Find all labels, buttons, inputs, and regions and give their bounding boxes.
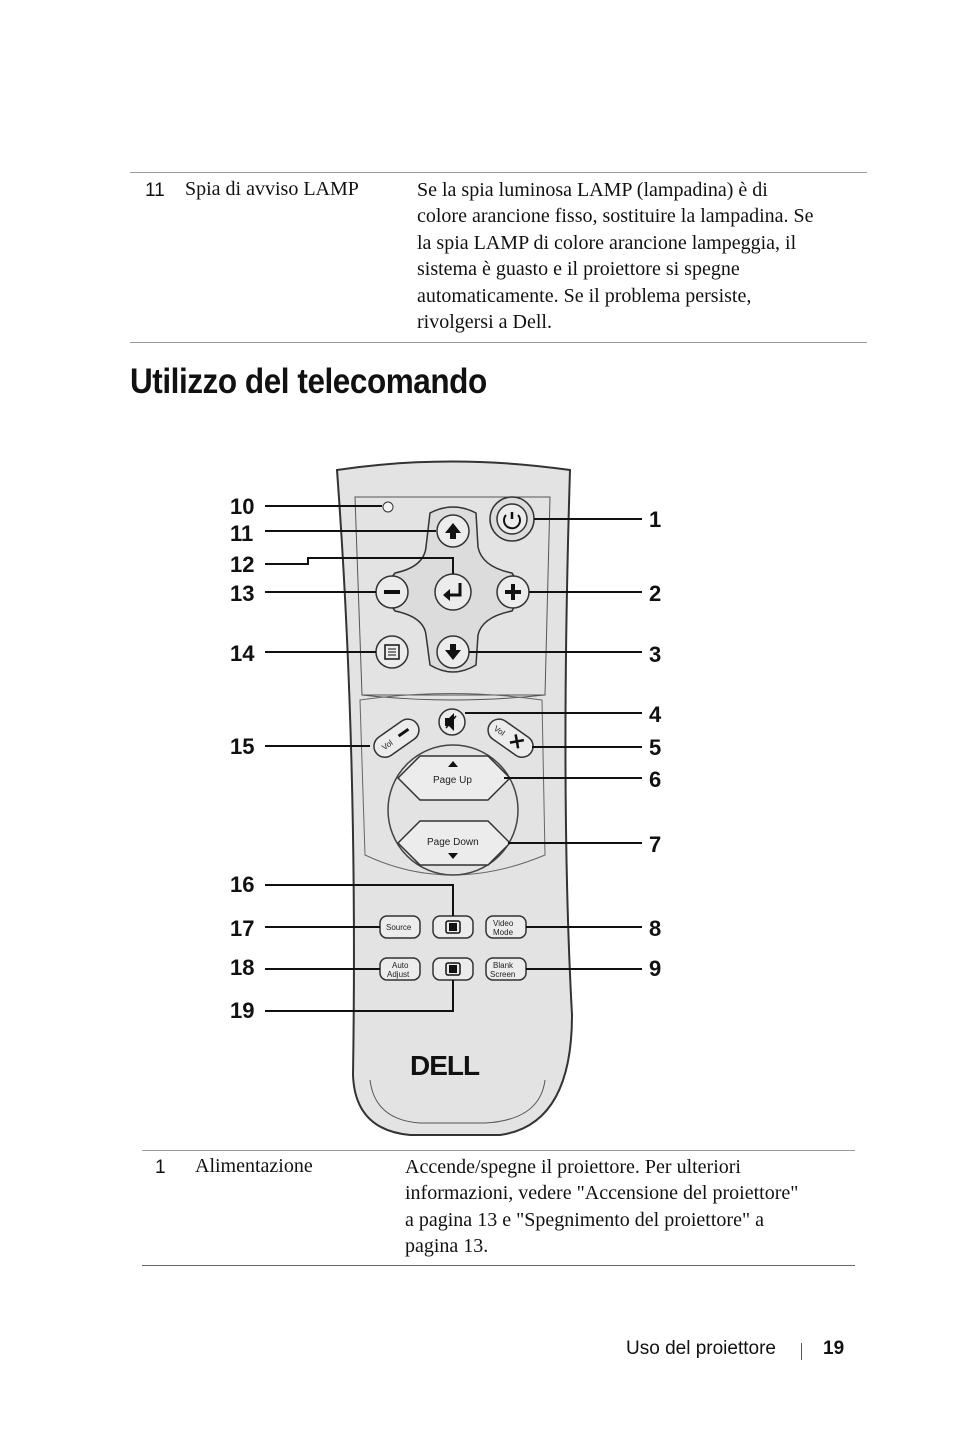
page-title: Utilizzo del telecomando <box>130 362 487 401</box>
desc-line: automaticamente. Se il problema persiste… <box>417 284 752 307</box>
svg-text:Page Up: Page Up <box>433 775 472 786</box>
svg-text:Video: Video <box>493 919 514 928</box>
desc-line: Accende/spegne il proiettore. Per ulteri… <box>405 1156 741 1178</box>
svg-text:Adjust: Adjust <box>387 970 410 979</box>
callout-5: 5 <box>649 735 661 760</box>
callout-4: 4 <box>649 702 662 727</box>
svg-text:Auto: Auto <box>392 961 409 970</box>
callout-10: 10 <box>230 494 254 519</box>
page-number: 19 <box>823 1338 845 1359</box>
row-term: Spia di avviso LAMP <box>185 178 359 200</box>
enter-button <box>434 573 472 611</box>
callout-13: 13 <box>230 581 254 606</box>
dell-logo: DELL <box>410 1050 480 1081</box>
callout-7: 7 <box>649 832 661 857</box>
callout-11: 11 <box>230 521 253 546</box>
desc-line: pagina 13. <box>405 1235 489 1258</box>
desc-line: colore arancione fisso, sostituire la la… <box>417 205 814 228</box>
footer-section: Uso del proiettore <box>626 1338 776 1359</box>
table-top-rule <box>130 172 867 173</box>
callout-8: 8 <box>649 916 661 941</box>
table-top-rule <box>142 1150 855 1151</box>
vol-down-button: Vol <box>373 718 420 758</box>
callout-18: 18 <box>230 955 254 980</box>
footer-separator <box>801 1343 802 1360</box>
row-description: Accende/spegne il proiettore. Per ulteri… <box>405 1154 855 1260</box>
lamp-led <box>382 501 394 513</box>
callout-16: 16 <box>230 872 254 897</box>
callout-19: 19 <box>230 998 254 1023</box>
row-number: 1 <box>155 1157 166 1178</box>
row-description: Se la spia luminosa LAMP (lampadina) è d… <box>417 177 867 335</box>
callout-17: 17 <box>230 916 254 941</box>
table-bottom-rule <box>142 1265 855 1266</box>
desc-line: informazioni, vedere "Accensione del pro… <box>405 1182 799 1205</box>
callout-6: 6 <box>649 767 661 792</box>
svg-text:Source: Source <box>386 923 412 932</box>
vol-up-button: Vol <box>487 718 534 758</box>
svg-text:Mode: Mode <box>493 928 514 937</box>
desc-line: sistema è guasto e il proiettore si speg… <box>417 258 740 281</box>
callout-15: 15 <box>230 734 254 759</box>
svg-text:Screen: Screen <box>490 970 515 979</box>
desc-line: a pagina 13 e "Spegnimento del proiettor… <box>405 1208 764 1231</box>
callout-3: 3 <box>649 642 661 667</box>
row-number: 11 <box>145 180 165 201</box>
desc-line: rivolgersi a Dell. <box>417 311 552 334</box>
desc-line: la spia LAMP di colore arancione lampegg… <box>417 231 797 254</box>
callout-2: 2 <box>649 581 661 606</box>
callout-1: 1 <box>649 507 661 532</box>
callout-9: 9 <box>649 956 661 981</box>
svg-text:Blank: Blank <box>493 961 514 970</box>
row-term: Alimentazione <box>195 1155 313 1177</box>
svg-text:Page Down: Page Down <box>427 837 479 848</box>
callout-12: 12 <box>230 552 254 577</box>
remote-control-illustration: .cl { font-family: "Liberation Sans", "D… <box>230 460 662 1136</box>
table-bottom-rule <box>130 342 867 343</box>
callout-14: 14 <box>230 641 255 666</box>
desc-line: Se la spia luminosa LAMP (lampadina) è d… <box>417 179 768 201</box>
